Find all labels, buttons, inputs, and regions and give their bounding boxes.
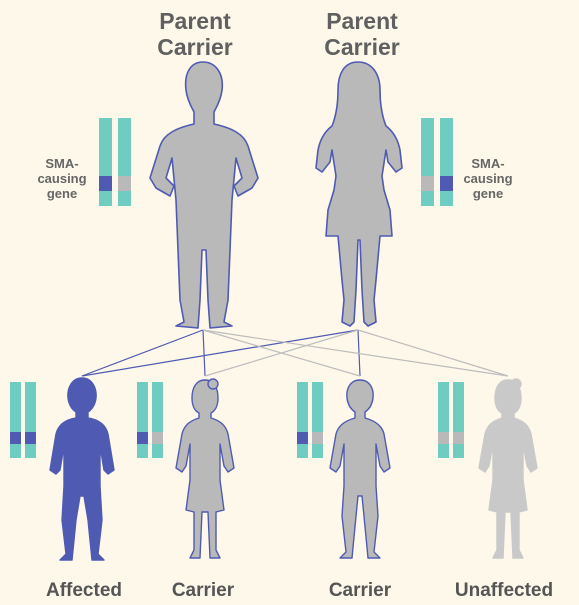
father-silhouette (149, 61, 259, 329)
parent-1-gene-label-line3: gene (46, 186, 78, 201)
child-3-chromosomes (297, 382, 323, 458)
child-1-label: Affected (45, 580, 122, 601)
parent-1-title-line2: Carrier (157, 34, 233, 60)
parent-1-title-line1: Parent (159, 8, 231, 34)
parent-1-title: Parent Carrier (125, 8, 265, 60)
unaffected-girl-silhouette (478, 378, 538, 559)
parent-1-chromosomes (99, 118, 131, 206)
mother-silhouette (315, 61, 403, 327)
parent-2-gene-label-line1: SMA- (471, 156, 505, 171)
parent-2-title-line1: Parent (326, 8, 398, 34)
child-4-label: Unaffected (454, 580, 554, 601)
parent-2-chromosomes (421, 118, 453, 206)
parent-2-title-line2: Carrier (324, 34, 400, 60)
carrier-girl-silhouette (175, 378, 235, 559)
child-4-chromosomes (438, 382, 464, 458)
affected-child-silhouette (49, 377, 115, 561)
parent-2-title: Parent Carrier (292, 8, 432, 60)
parent-2-gene-label-line2: causing (463, 171, 513, 186)
parent-1-gene-label: SMA- causing gene (32, 156, 92, 201)
child-1-chromosomes (10, 382, 36, 458)
parent-1-gene-label-line1: SMA- (45, 156, 79, 171)
parent-2-gene-label-line3: gene (472, 186, 504, 201)
child-3-label: Carrier (328, 580, 392, 601)
child-2-chromosomes (137, 382, 163, 458)
carrier-boy-silhouette (329, 379, 391, 559)
parent-2-gene-label: SMA- causing gene (458, 156, 518, 201)
parent-1-gene-label-line2: causing (37, 171, 87, 186)
child-2-label: Carrier (171, 580, 235, 601)
inheritance-lines (81, 329, 509, 377)
